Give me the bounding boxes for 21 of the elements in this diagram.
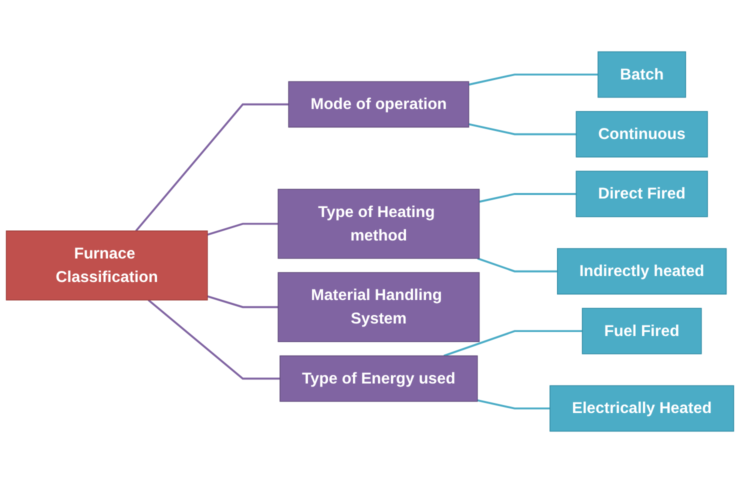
node-box: Continuous bbox=[576, 111, 708, 158]
node-box: Mode of operation bbox=[288, 81, 470, 128]
node-box: Material Handling System bbox=[278, 272, 480, 342]
connector bbox=[468, 74, 598, 86]
connector bbox=[479, 192, 576, 203]
connector bbox=[444, 330, 582, 357]
node-box: Batch bbox=[598, 51, 686, 98]
node-box: Electrically Heated bbox=[550, 385, 734, 432]
node-box: Fuel Fired bbox=[582, 308, 702, 354]
connector bbox=[468, 123, 576, 136]
node-box: Furnace Classification bbox=[6, 230, 208, 300]
connector bbox=[477, 257, 558, 272]
node-box: Type of Heating method bbox=[278, 188, 480, 259]
connector bbox=[207, 222, 278, 236]
node-box: Type of Energy used bbox=[280, 355, 478, 402]
connector bbox=[207, 295, 278, 308]
connector bbox=[477, 399, 550, 410]
connector bbox=[135, 103, 289, 232]
node-box: Direct Fired bbox=[576, 170, 708, 218]
node-box: Indirectly heated bbox=[557, 248, 727, 295]
connector bbox=[148, 299, 280, 380]
